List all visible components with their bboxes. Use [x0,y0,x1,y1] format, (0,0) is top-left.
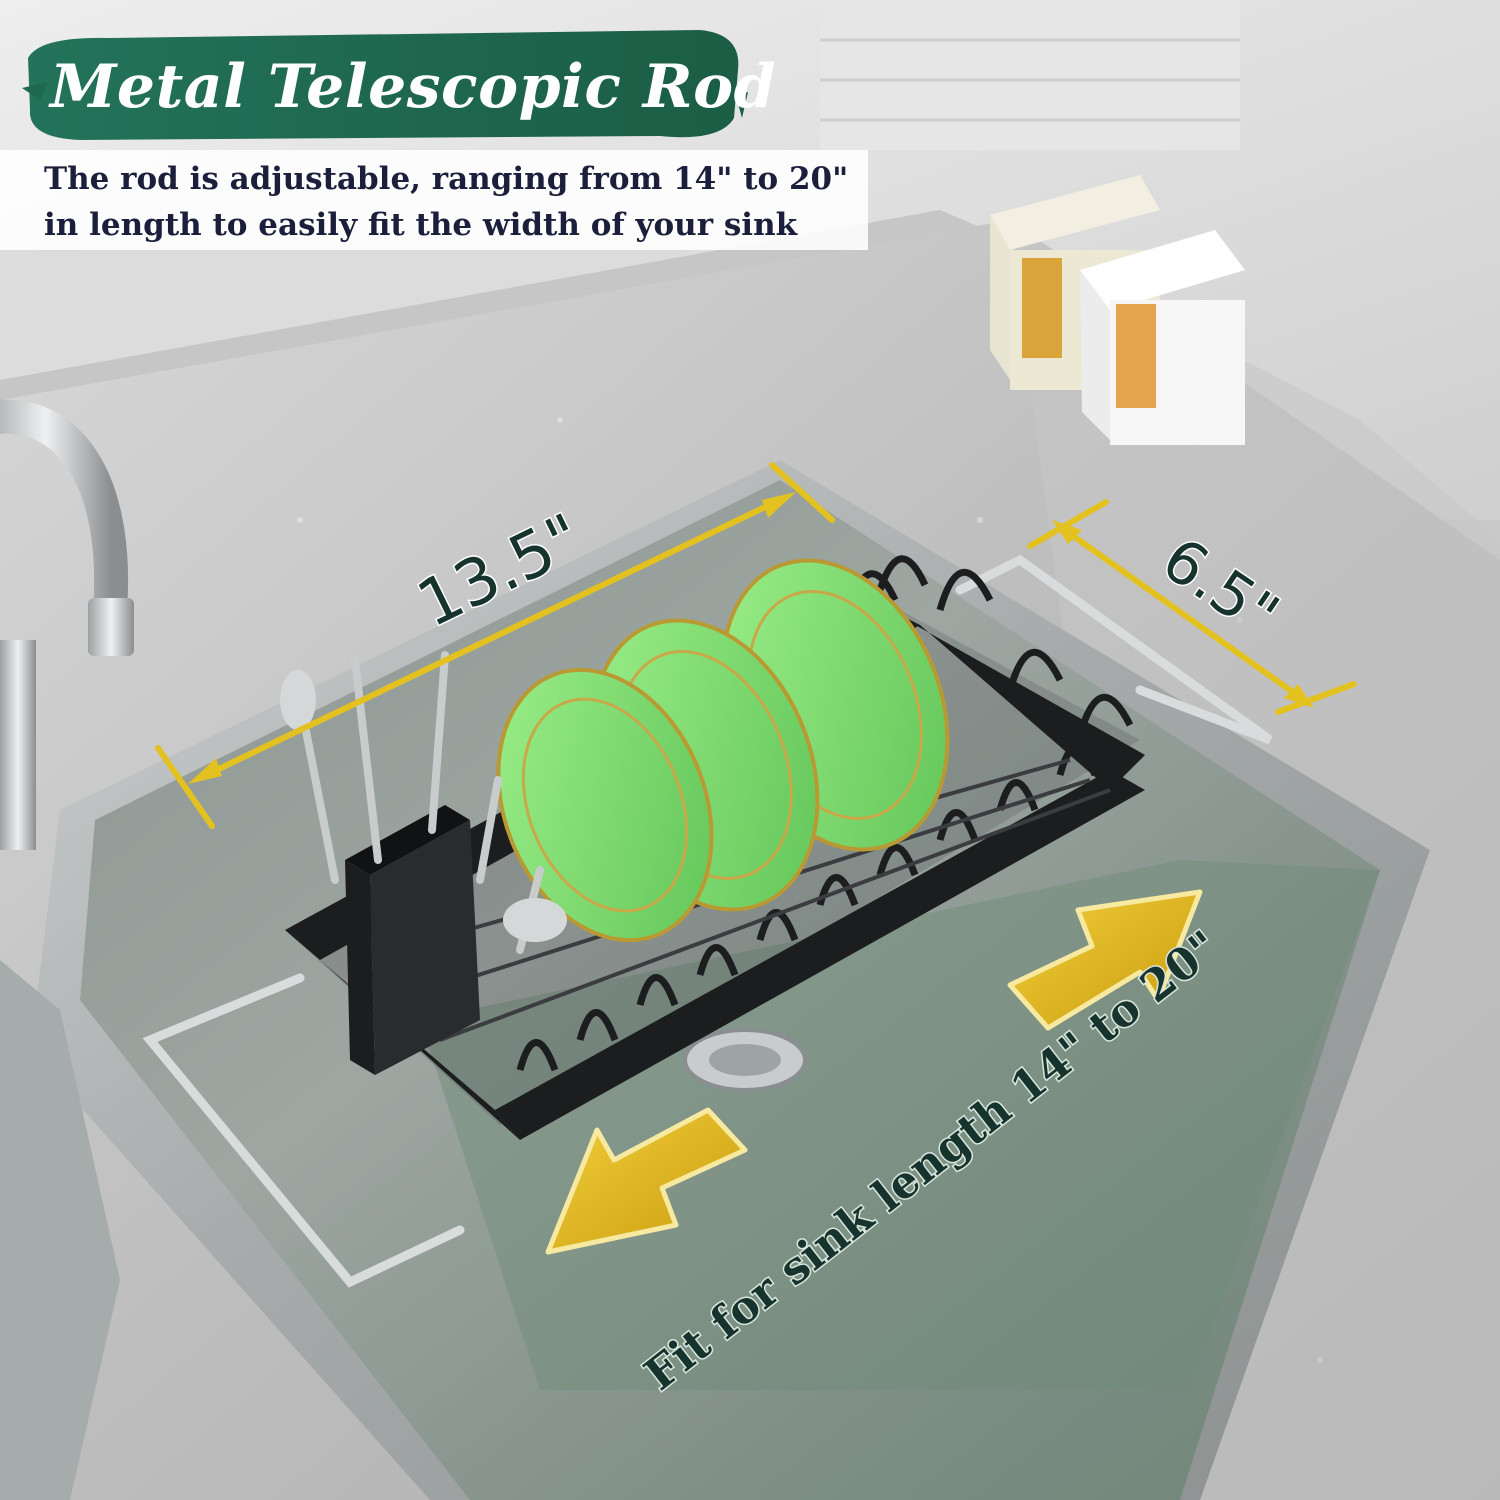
sink-drain [683,1028,807,1092]
headline-banner: Metal Telescopic Rod [22,28,776,140]
arrow-right-icon [1007,889,1203,1031]
canister-front [1080,230,1245,445]
utensil-holder [280,651,567,1075]
basin-floor-shadow [420,860,1380,1390]
faucet [0,399,134,850]
telescopic-rod [142,554,1273,1288]
headline-title: Metal Telescopic Rod [50,52,777,122]
green-plates [496,558,950,943]
second-basin-edge [0,960,120,1500]
arrow-left-icon [545,1107,748,1255]
description-line-1: The rod is adjustable, ranging from 14" … [44,161,849,197]
length-dimension-line [155,462,835,829]
title-banner [22,30,748,140]
description-line-2: in length to easily fit the width of you… [44,207,798,243]
description-box [0,150,868,250]
width-dimension-line [1027,499,1357,715]
